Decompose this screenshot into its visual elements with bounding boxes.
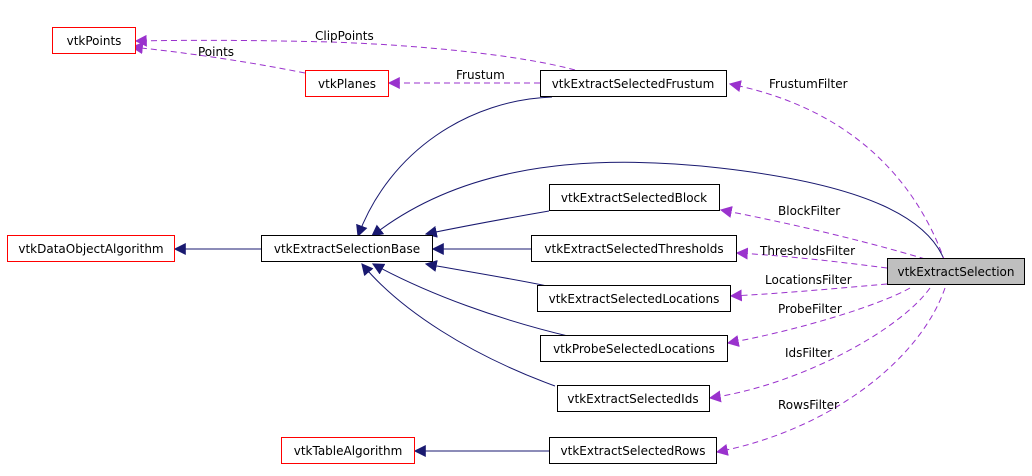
node-label: vtkExtractSelectedLocations xyxy=(549,292,720,306)
usage-edge-thresholdsfilter xyxy=(735,247,888,269)
node-vtkextractselectedrows[interactable]: vtkExtractSelectedRows xyxy=(549,437,717,464)
edge-label-idsfilter: IdsFilter xyxy=(785,346,832,360)
node-label: vtkProbeSelectedLocations xyxy=(553,342,715,356)
node-label: vtkExtractSelectedBlock xyxy=(561,191,707,205)
usage-edge-idsfilter xyxy=(708,287,931,403)
node-vtktablealgorithm[interactable]: vtkTableAlgorithm xyxy=(281,437,415,464)
node-vtkextractselectedids[interactable]: vtkExtractSelectedIds xyxy=(557,385,710,412)
edge-label-clippoints: ClipPoints xyxy=(315,29,374,43)
edge-label-rowsfilter: RowsFilter xyxy=(778,398,839,412)
node-label: vtkExtractSelectionBase xyxy=(274,242,420,256)
node-label: vtkExtractSelectedIds xyxy=(567,392,698,406)
node-vtkprobeselectedlocations[interactable]: vtkProbeSelectedLocations xyxy=(540,335,728,362)
edge-label-locationsfilter: LocationsFilter xyxy=(765,273,852,287)
inherit-edge-block-selectionbase xyxy=(424,210,550,238)
node-label: vtkExtractSelectedFrustum xyxy=(552,77,715,91)
node-vtkextractselectedlocations[interactable]: vtkExtractSelectedLocations xyxy=(537,285,731,312)
usage-edge-frustumfilter xyxy=(728,80,946,263)
node-label: vtkExtractSelection xyxy=(897,265,1014,279)
node-vtkextractselectedfrustum[interactable]: vtkExtractSelectedFrustum xyxy=(540,70,727,97)
edge-label-blockfilter: BlockFilter xyxy=(778,204,840,218)
inherit-edge-probe-selectionbase xyxy=(371,263,573,338)
edge-label-frustumfilter: FrustumFilter xyxy=(769,77,848,91)
node-vtkextractselectedthresholds[interactable]: vtkExtractSelectedThresholds xyxy=(531,235,737,262)
inherit-edge-selection-selectionbase xyxy=(371,161,946,263)
node-vtkextractselectedblock[interactable]: vtkExtractSelectedBlock xyxy=(549,184,720,211)
node-vtkpoints[interactable]: vtkPoints xyxy=(52,27,136,54)
inherit-edge-frustum-selectionbase xyxy=(356,96,553,238)
node-vtkplanes[interactable]: vtkPlanes xyxy=(305,70,389,97)
edge-label-probefilter: ProbeFilter xyxy=(778,302,842,316)
node-vtkdataobjectalgorithm[interactable]: vtkDataObjectAlgorithm xyxy=(7,235,175,262)
node-vtkextractselectionbase[interactable]: vtkExtractSelectionBase xyxy=(261,235,433,262)
edge-label-frustum: Frustum xyxy=(456,68,505,82)
node-label: vtkPoints xyxy=(67,34,122,48)
node-label: vtkPlanes xyxy=(318,77,376,91)
node-label: vtkExtractSelectedThresholds xyxy=(544,242,723,256)
usage-edge-probefilter xyxy=(726,287,911,347)
usage-edge-rowsfilter xyxy=(715,287,946,456)
inherit-edge-locations-selectionbase xyxy=(424,260,553,288)
node-label: vtkDataObjectAlgorithm xyxy=(18,242,163,256)
edge-label-points: Points xyxy=(198,45,234,59)
usage-edge-points xyxy=(130,42,306,74)
node-vtkextractselection[interactable]: vtkExtractSelection xyxy=(887,258,1025,285)
node-label: vtkTableAlgorithm xyxy=(294,444,403,458)
usage-edge-clippoints xyxy=(134,34,576,71)
usage-edge-locationsfilter xyxy=(729,283,888,302)
usage-edge-blockfilter xyxy=(719,206,936,263)
inherit-edge-ids-selectionbase xyxy=(361,263,556,387)
edge-label-thresholdsfilter: ThresholdsFilter xyxy=(759,244,855,258)
node-label: vtkExtractSelectedRows xyxy=(561,444,706,458)
